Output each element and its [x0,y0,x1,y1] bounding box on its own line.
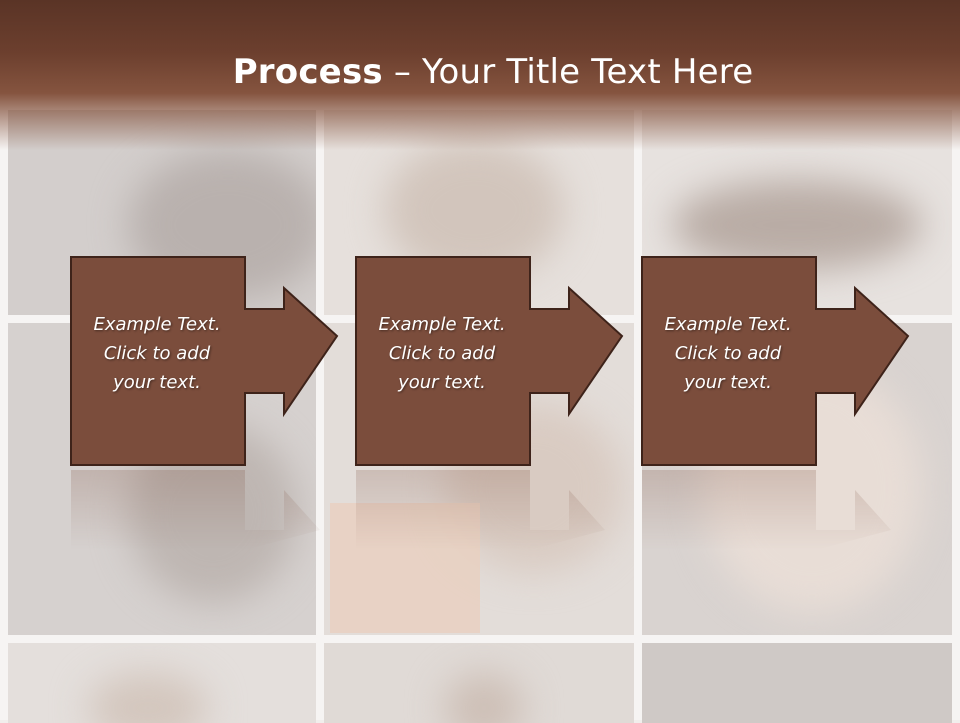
step-arrow-shape [70,256,339,466]
photo-tile [324,643,634,723]
slide-title[interactable]: Process – Your Title Text Here [0,52,960,92]
step-text[interactable]: Example Text. Click to add your text. [93,314,221,393]
title-bold-part: Process [232,52,383,92]
step-arrow-shape [355,256,624,466]
process-step-1[interactable]: Example Text. Click to add your text. [70,256,340,466]
step-text[interactable]: Example Text. Click to add your text. [664,314,792,393]
photo-tile [642,643,952,723]
title-regular-part: – Your Title Text Here [382,52,754,92]
process-step-2[interactable]: Example Text. Click to add your text. [355,256,625,466]
process-step-3[interactable]: Example Text. Click to add your text. [641,256,911,466]
step-text[interactable]: Example Text. Click to add your text. [378,314,506,393]
step-reflection [355,470,630,550]
step-reflection [70,470,345,550]
step-arrow-shape [641,256,910,466]
title-band [0,0,960,150]
step-reflection [641,470,916,550]
photo-tile [8,643,316,723]
